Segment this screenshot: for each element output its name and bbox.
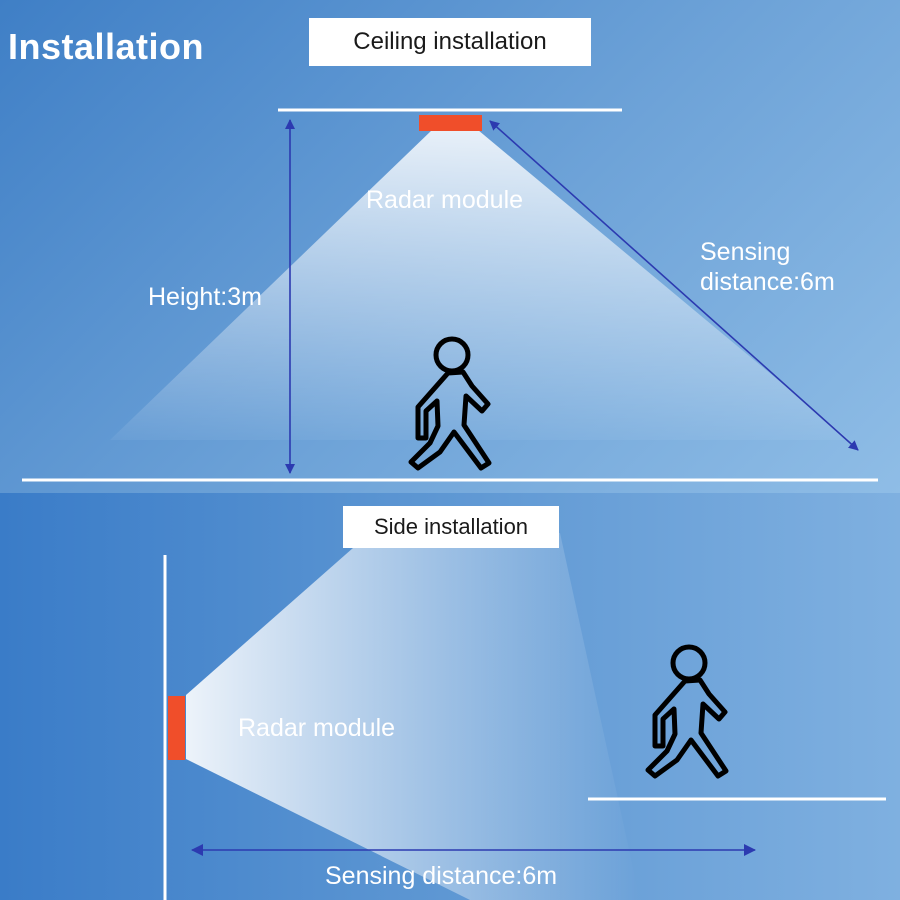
height-label: Height:3m (148, 283, 262, 311)
sensing-line-1: Sensing (700, 238, 791, 266)
ceiling-installation-title: Ceiling installation (309, 18, 591, 66)
side-installation-panel: Side installation Radar module Sensing d… (0, 493, 900, 900)
ceiling-diagram (110, 115, 859, 474)
side-sensing-distance-label: Sensing distance:6m (325, 862, 558, 890)
side-detection-cone (186, 533, 640, 900)
ceiling-sensing-distance-label: Sensing distance:6m (700, 237, 835, 297)
side-diagram (163, 533, 886, 900)
sensing-double-arrow-icon (489, 120, 859, 451)
sensing-line-2: distance:6m (700, 268, 835, 296)
walking-person-icon (645, 644, 729, 779)
ceiling-radar-module-label: Radar module (366, 186, 524, 214)
radar-module-icon (168, 696, 185, 760)
walking-person-icon (408, 336, 492, 471)
side-installation-title: Side installation (343, 506, 559, 548)
ceiling-installation-panel: Installation Ceiling installation Radar … (0, 0, 900, 493)
radar-module-icon (419, 115, 482, 131)
side-radar-module-label: Radar module (238, 714, 396, 742)
installation-heading: Installation (8, 26, 205, 67)
